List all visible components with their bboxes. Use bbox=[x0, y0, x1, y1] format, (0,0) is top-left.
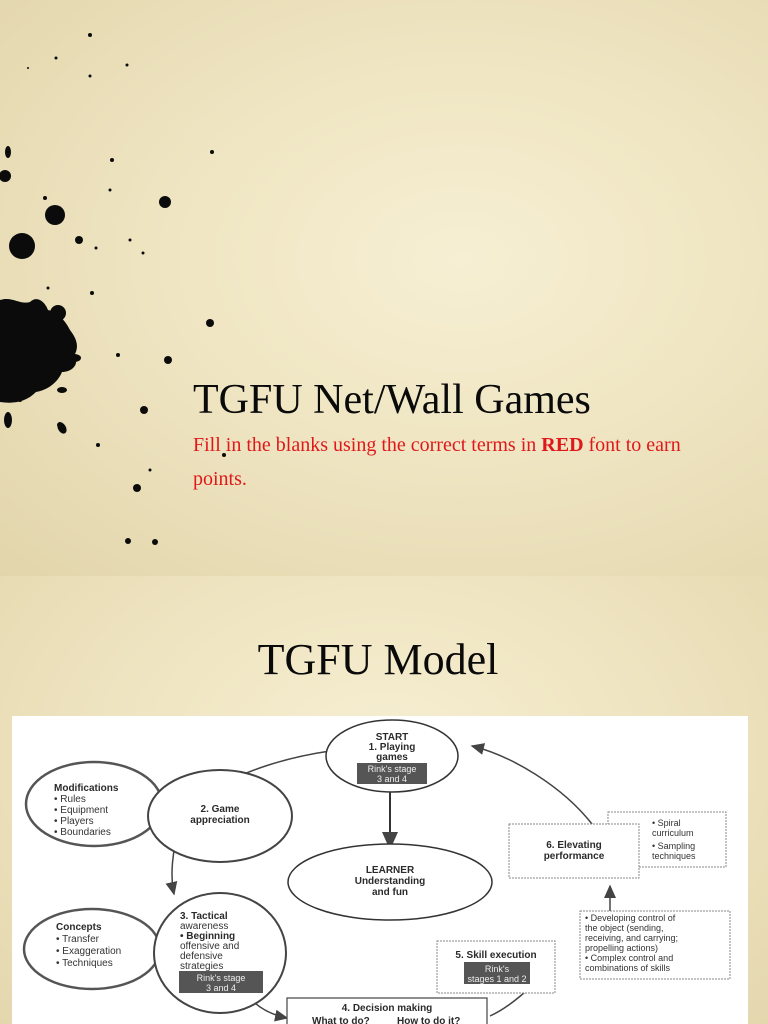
subtitle-text: Fill in the blanks using the correct ter… bbox=[193, 434, 542, 456]
svg-text:2. Game: 2. Game bbox=[201, 804, 240, 815]
skill-notes-box: • Developing control of the object (send… bbox=[579, 910, 731, 980]
svg-text:3 and 4: 3 and 4 bbox=[206, 983, 236, 993]
svg-text:START: START bbox=[376, 732, 409, 743]
svg-text:awareness: awareness bbox=[180, 921, 228, 932]
svg-text:performance: performance bbox=[544, 851, 605, 862]
svg-text:and fun: and fun bbox=[372, 887, 408, 898]
svg-text:3. Tactical: 3. Tactical bbox=[180, 911, 228, 922]
svg-text:offensive and: offensive and bbox=[180, 941, 239, 952]
svg-text:• Techniques: • Techniques bbox=[56, 958, 113, 969]
svg-text:strategies: strategies bbox=[180, 961, 223, 972]
svg-text:1. Playing: 1. Playing bbox=[369, 742, 416, 753]
tgfu-model-diagram: START 1. Playing games Rink's stage 3 an… bbox=[12, 716, 748, 1024]
svg-text:combinations of skills: combinations of skills bbox=[585, 963, 671, 973]
svg-text:4. Decision making: 4. Decision making bbox=[342, 1003, 433, 1014]
svg-text:• Beginning: • Beginning bbox=[180, 931, 235, 942]
svg-text:games: games bbox=[376, 752, 408, 763]
svg-text:How to do it?: How to do it? bbox=[397, 1016, 460, 1024]
svg-text:Rink's: Rink's bbox=[485, 964, 510, 974]
title-slide: TGFU Net/Wall Games Fill in the blanks u… bbox=[0, 0, 768, 576]
skill-execution-node: 5. Skill execution Rink's stages 1 and 2 bbox=[436, 940, 556, 994]
svg-text:What to do?: What to do? bbox=[312, 1016, 370, 1024]
svg-text:Rink's stage: Rink's stage bbox=[368, 764, 417, 774]
svg-text:techniques: techniques bbox=[652, 851, 696, 861]
svg-text:• Equipment: • Equipment bbox=[54, 805, 108, 816]
elevating-performance-node: 6. Elevating performance bbox=[508, 823, 640, 879]
learner-node: LEARNER Understanding and fun bbox=[287, 843, 493, 921]
svg-text:3 and 4: 3 and 4 bbox=[377, 774, 407, 784]
svg-text:defensive: defensive bbox=[180, 951, 223, 962]
svg-text:5. Skill execution: 5. Skill execution bbox=[455, 950, 536, 961]
start-node: START 1. Playing games Rink's stage 3 an… bbox=[325, 719, 459, 793]
svg-text:• Spiral: • Spiral bbox=[652, 818, 681, 828]
svg-text:Rink's stage: Rink's stage bbox=[197, 973, 246, 983]
model-slide: TGFU Model START 1. Playing games bbox=[0, 576, 768, 1024]
tactical-awareness-node: 3. Tactical awareness • Beginning offens… bbox=[153, 892, 287, 1014]
svg-text:• Complex control and: • Complex control and bbox=[585, 953, 673, 963]
svg-text:• Transfer: • Transfer bbox=[56, 934, 100, 945]
modifications-node: Modifications • Rules • Equipment • Play… bbox=[24, 760, 164, 848]
svg-text:propelling actions): propelling actions) bbox=[585, 943, 658, 953]
game-appreciation-node: 2. Game appreciation bbox=[147, 769, 293, 863]
svg-text:receiving, and carrying;: receiving, and carrying; bbox=[585, 933, 678, 943]
slide-title: TGFU Model bbox=[257, 635, 499, 684]
svg-text:appreciation: appreciation bbox=[190, 815, 249, 826]
svg-text:• Exaggeration: • Exaggeration bbox=[56, 946, 121, 957]
decision-making-node: 4. Decision making What to do? How to do… bbox=[286, 997, 488, 1024]
svg-text:Modifications: Modifications bbox=[54, 783, 119, 794]
svg-text:the object (sending,: the object (sending, bbox=[585, 923, 664, 933]
subtitle-text-end: font to earn points. bbox=[193, 434, 681, 490]
slide-title: TGFU Net/Wall Games bbox=[193, 377, 591, 423]
subtitle-emphasis: RED bbox=[541, 434, 584, 456]
ink-splatter-decoration bbox=[0, 33, 226, 545]
svg-text:LEARNER: LEARNER bbox=[366, 865, 415, 876]
slide-subtitle: Fill in the blanks using the correct ter… bbox=[193, 428, 733, 496]
concepts-node: Concepts • Transfer • Exaggeration • Tec… bbox=[22, 907, 162, 991]
svg-text:Concepts: Concepts bbox=[56, 922, 102, 933]
svg-text:• Players: • Players bbox=[54, 816, 94, 827]
svg-text:• Sampling: • Sampling bbox=[652, 841, 695, 851]
svg-text:• Boundaries: • Boundaries bbox=[54, 827, 111, 838]
svg-text:Understanding: Understanding bbox=[355, 876, 426, 887]
svg-text:stages 1 and 2: stages 1 and 2 bbox=[467, 974, 526, 984]
svg-text:• Developing control of: • Developing control of bbox=[585, 913, 676, 923]
svg-text:• Rules: • Rules bbox=[54, 794, 86, 805]
svg-text:6. Elevating: 6. Elevating bbox=[546, 840, 602, 851]
svg-text:curriculum: curriculum bbox=[652, 828, 694, 838]
